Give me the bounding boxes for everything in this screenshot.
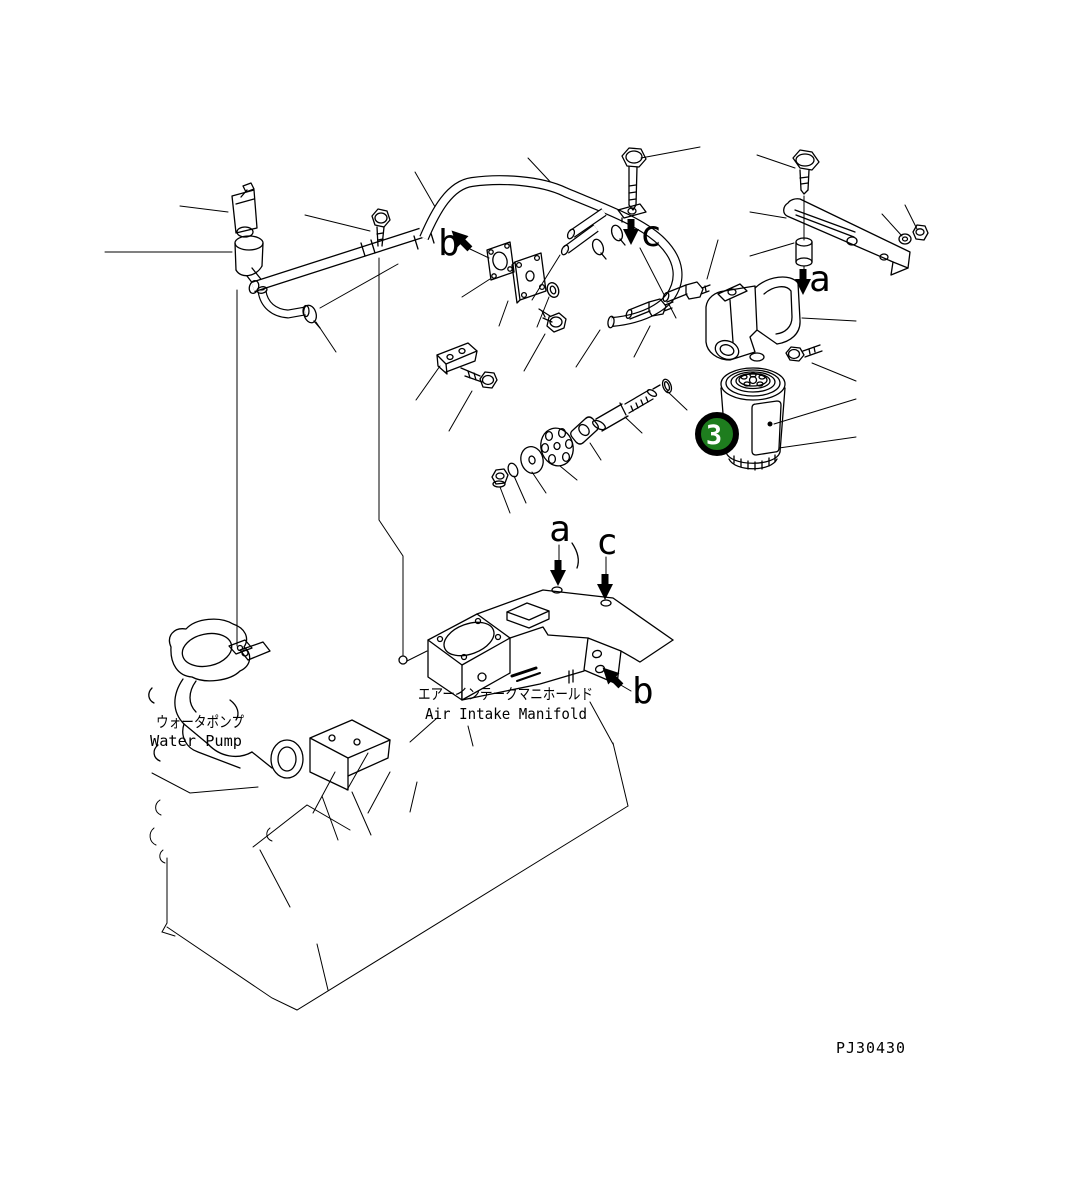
hex-bolt-center	[621, 147, 647, 211]
water-pump-label-en: Water Pump	[150, 732, 242, 750]
valve-stem	[592, 384, 661, 432]
view-arrow-a-manifold-icon	[550, 560, 566, 586]
mid-bolt	[538, 308, 567, 333]
thermostat-ports	[560, 208, 607, 256]
drain-valve	[231, 182, 258, 238]
air-intake-manifold-label-ja: エアーインテークマニホールド	[418, 685, 593, 703]
perforated-plate	[540, 427, 574, 467]
elbow-hose	[256, 286, 310, 319]
view-label-b-mid: b	[438, 223, 460, 264]
view-arrow-c-top-icon	[623, 219, 639, 245]
leader-lines	[104, 146, 918, 841]
view-label-c-top: c	[640, 214, 662, 255]
gasket-plate-2	[511, 252, 547, 304]
hex-bolt-right	[792, 149, 820, 241]
fitting-lower	[625, 298, 674, 320]
bracket-bolt	[460, 367, 498, 389]
drawing-number: PJ30430	[836, 1039, 906, 1057]
small-flange	[617, 203, 647, 223]
air-intake-manifold-label-en: Air Intake Manifold	[425, 705, 587, 723]
hose-clamp	[303, 304, 321, 329]
water-pump	[148, 618, 304, 779]
view-label-c-manifold: c	[596, 522, 618, 563]
port-clamps	[591, 224, 626, 260]
water-pipe	[248, 227, 435, 294]
long-pointer-lines	[228, 257, 428, 665]
head-bolt	[785, 344, 823, 362]
joint-washer	[507, 462, 519, 478]
washer	[898, 233, 912, 245]
view-label-a-top: a	[809, 259, 831, 300]
fitting-upper	[662, 281, 711, 303]
small-bracket	[436, 342, 478, 375]
mid-washer	[546, 282, 560, 298]
o-ring	[661, 378, 673, 394]
nut	[912, 224, 929, 241]
bypass-hose	[419, 175, 683, 329]
joint-block	[570, 416, 599, 445]
mounting-block	[309, 719, 391, 791]
view-label-a-manifold: a	[549, 509, 571, 550]
view-label-b-manifold: b	[632, 671, 654, 712]
joint-disc	[520, 446, 544, 474]
callout-3-number: 3	[706, 420, 722, 451]
water-pump-label-ja: ウォータポンプ	[156, 713, 244, 731]
mounting-bracket	[783, 198, 911, 276]
view-arrow-c-manifold-icon	[597, 574, 613, 600]
gasket-plate-1	[486, 241, 515, 281]
joint-nut	[491, 468, 509, 488]
view-arrow-a-top-icon	[795, 269, 811, 295]
engine-block-outline	[149, 742, 629, 1011]
callout-3[interactable]: 3	[695, 412, 739, 456]
filter-head	[705, 276, 801, 362]
pipe-clamp-bolt	[371, 208, 391, 247]
oil-filter	[720, 367, 786, 471]
